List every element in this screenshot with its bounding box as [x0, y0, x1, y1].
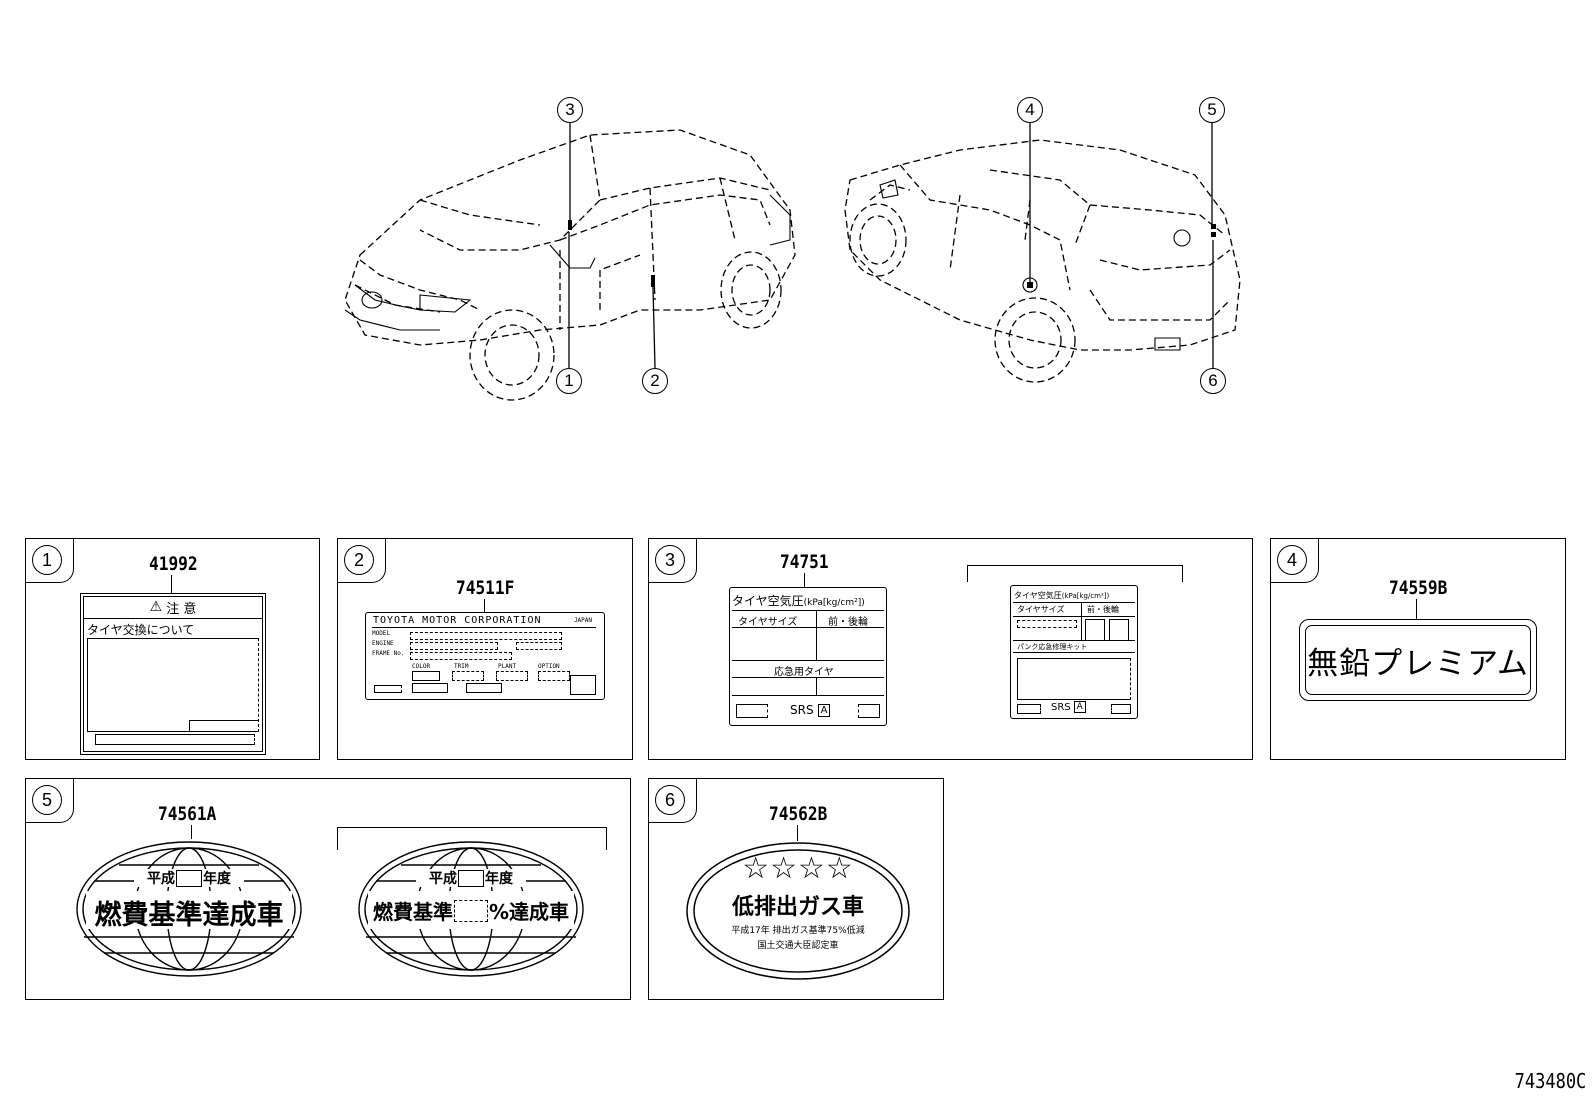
leader-line	[191, 825, 192, 839]
variant-bracket	[337, 827, 607, 850]
panel-number: 1	[32, 545, 62, 575]
vin-plate: TOYOTA MOTOR CORPORATION JAPAN MODEL ENG…	[365, 612, 605, 700]
alt-standard-prefix: 燃費基準	[372, 900, 453, 924]
panel-number: 5	[32, 785, 62, 815]
tire-unit: (kPa[kg/cm²])	[803, 598, 865, 608]
fuel-standard-text: 燃費基準達成車	[94, 900, 284, 931]
vin-frame-label: FRAME No.	[372, 650, 405, 657]
vin-trim-label: TRIM	[454, 663, 469, 670]
warning-triangle-icon: ⚠	[149, 599, 163, 615]
vin-model-label: MODEL	[372, 630, 391, 637]
leader-line	[171, 575, 172, 593]
emission-stars-icon: ☆☆☆☆	[742, 851, 854, 886]
fuel-type-text: 無鉛プレミアム	[1307, 645, 1529, 682]
callout-3-top: 3	[557, 97, 583, 123]
panel-tab	[649, 779, 697, 823]
alt-front-rear-header: 前・後輪	[1087, 605, 1119, 614]
emission-ministry: 国土交通大臣認定車	[757, 941, 839, 951]
leader-line	[484, 599, 485, 613]
panel-tab	[26, 539, 74, 583]
tire-pressure-label-alt: タイヤ空気圧(kPa[kg/cm²]) タイヤサイズ 前・後輪 パンク応急修理キ…	[1010, 585, 1138, 719]
panel-1: 1 41992 ⚠ 注 意 タイヤ交換について	[25, 538, 320, 760]
vin-maker: TOYOTA MOTOR CORPORATION	[373, 615, 542, 626]
panel-tab	[1271, 539, 1319, 583]
emission-title: 低排出ガス車	[731, 895, 864, 920]
alt-year-blank	[458, 869, 484, 887]
part-number: 74511F	[456, 577, 515, 599]
tire-title: タイヤ空気圧	[732, 594, 804, 608]
part-number: 74559B	[1389, 577, 1448, 599]
panel-2: 2 74511F TOYOTA MOTOR CORPORATION JAPAN …	[337, 538, 633, 760]
emission-oval-border	[686, 842, 910, 980]
alt-srs-text: SRS	[1051, 701, 1071, 713]
callout-5-top: 5	[1199, 97, 1225, 123]
caution-title: 注 意	[166, 601, 197, 617]
panel-number: 3	[655, 545, 685, 575]
panel-4: 4 74559B 無鉛プレミアム	[1270, 538, 1566, 760]
srs-box: A	[817, 703, 831, 717]
alt-tire-size-header: タイヤサイズ	[1017, 605, 1065, 614]
vin-option-label: OPTION	[538, 663, 560, 670]
panel-tab	[338, 539, 386, 583]
leader-line	[1416, 599, 1417, 619]
vin-country: JAPAN	[573, 617, 592, 624]
part-number: 41992	[149, 553, 198, 575]
variant-bracket	[967, 565, 1183, 582]
panel-5: 5 74561A 平成 年度 燃費基準達成車	[25, 778, 631, 1000]
callout-6-bottom: 6	[1200, 368, 1226, 394]
fuel-standard-oval: 平成 年度 燃費基準達成車	[74, 839, 304, 979]
panel-tab	[649, 539, 697, 583]
alt-tire-title: タイヤ空気圧	[1014, 591, 1062, 600]
panel-3: 3 74751 タイヤ空気圧(kPa[kg/cm²]) タイヤサイズ 前・後輪 …	[648, 538, 1253, 760]
fuel-standard-oval-alt: 平成 年度 燃費基準 %達成車	[356, 839, 586, 979]
vin-plant-label: PLANT	[498, 663, 517, 670]
globe-emblem-icon	[76, 841, 302, 977]
alt-srs-box: A	[1073, 701, 1086, 713]
percent-blank	[453, 899, 488, 922]
panel-6: 6 74562B ☆☆☆☆ 低排出ガス車 平成17年 排出ガス基準75%低減 国…	[648, 778, 944, 1000]
callout-1-bottom: 1	[556, 368, 582, 394]
tire-size-header: タイヤサイズ	[738, 617, 798, 628]
year-suffix: 年度	[203, 871, 231, 887]
tire-front-rear-header: 前・後輪	[828, 617, 868, 628]
panel-tab	[26, 779, 74, 823]
callout-4-top: 4	[1017, 97, 1043, 123]
part-number: 74562B	[769, 803, 828, 825]
fuel-label: 無鉛プレミアム	[1299, 619, 1537, 701]
part-number: 74751	[780, 551, 829, 573]
srs-text: SRS	[790, 703, 814, 717]
leader-line	[797, 825, 798, 841]
emission-oval: ☆☆☆☆ 低排出ガス車 平成17年 排出ガス基準75%低減 国土交通大臣認定車	[685, 841, 911, 981]
vin-color-label: COLOR	[412, 663, 431, 670]
callout-2-bottom: 2	[642, 368, 668, 394]
caution-label: ⚠ 注 意 タイヤ交換について	[80, 593, 266, 755]
document-id: 743480C	[1514, 1069, 1586, 1093]
alt-standard-suffix: %達成車	[488, 900, 570, 924]
alt-year-prefix: 平成	[429, 871, 457, 887]
panel-number: 2	[344, 545, 374, 575]
alt-repair-kit-label: パンク応急修理キット	[1017, 643, 1088, 651]
leader-line	[804, 573, 805, 587]
panel-number: 4	[1277, 545, 1307, 575]
panel-number: 6	[655, 785, 685, 815]
part-number: 74561A	[158, 803, 217, 825]
alt-tire-unit: (kPa[kg/cm²])	[1061, 592, 1110, 600]
tire-pressure-label: タイヤ空気圧(kPa[kg/cm²]) タイヤサイズ 前・後輪 応急用タイヤ S…	[729, 587, 887, 726]
caution-header: ⚠ 注 意	[83, 596, 263, 619]
caution-subtitle: タイヤ交換について	[87, 623, 195, 637]
emission-note: 平成17年 排出ガス基準75%低減	[731, 926, 865, 936]
year-blank	[176, 869, 202, 887]
globe-emblem-icon	[358, 841, 584, 977]
vin-engine-label: ENGINE	[372, 640, 394, 647]
spare-tire-label: 応急用タイヤ	[774, 667, 834, 678]
alt-year-suffix: 年度	[485, 871, 513, 887]
year-prefix: 平成	[147, 871, 175, 887]
